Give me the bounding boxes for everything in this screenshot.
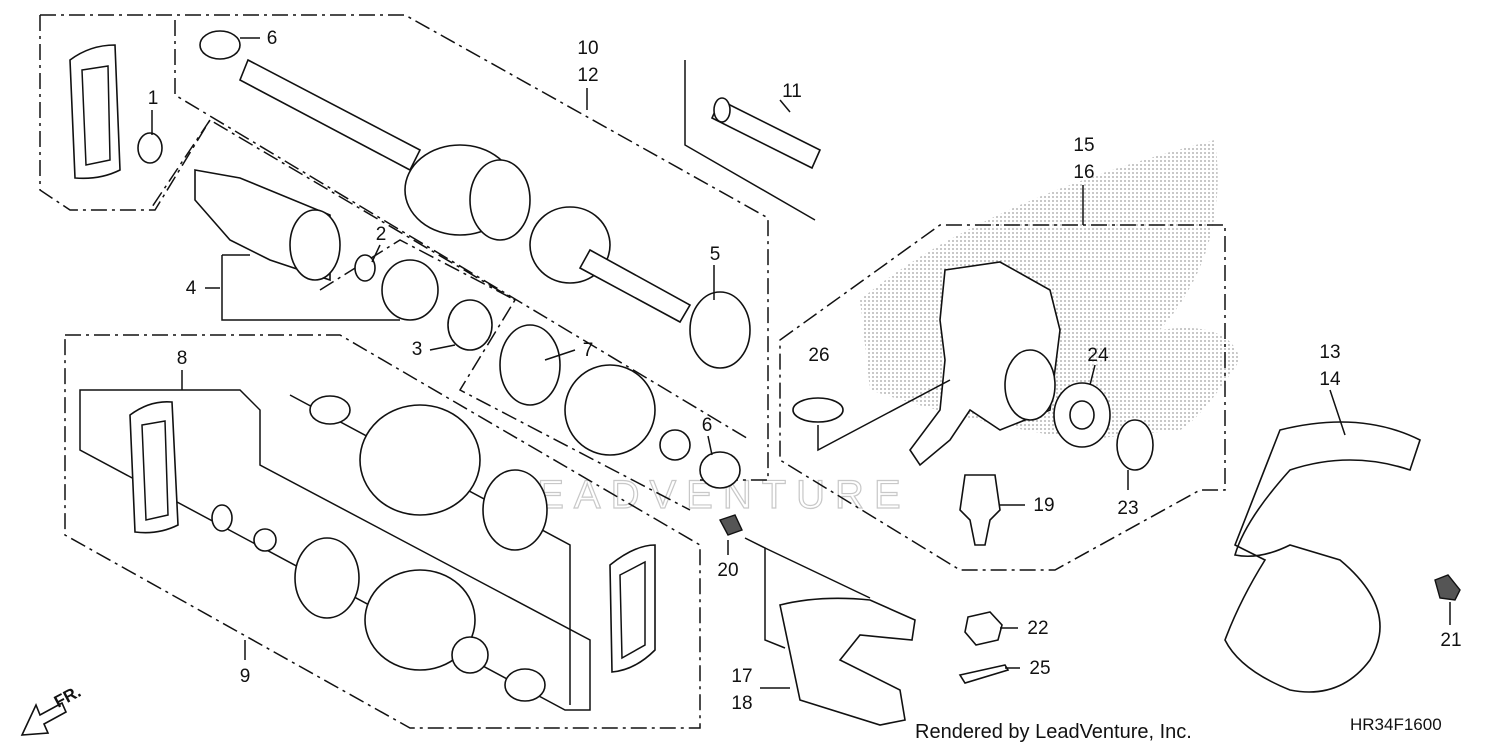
callout-10: 10 [577, 38, 598, 59]
boot-7-icon [564, 364, 656, 456]
clip-3-icon [447, 299, 493, 351]
grease-pack-inner-2 [141, 420, 169, 521]
callout-9: 9 [240, 666, 251, 687]
frame-knuckle [779, 224, 1226, 571]
callout-14: 14 [1319, 369, 1341, 390]
band-7-icon [499, 324, 561, 406]
callout-15: 15 [1073, 135, 1094, 156]
frame-edge [149, 119, 211, 211]
drawing-code: HR34F1600 [1350, 715, 1442, 734]
circlip-23-icon [1116, 419, 1154, 471]
callout-23: 23 [1117, 498, 1138, 519]
castle-nut-icon [964, 611, 1003, 646]
grease-pack-inner [81, 65, 111, 166]
snap-ring-icon [354, 254, 376, 282]
render-credit: Rendered by LeadVenture, Inc. [915, 721, 1192, 743]
grease-pack-inner-3 [619, 560, 646, 660]
frame-inner-set [174, 20, 751, 441]
callout-3: 3 [412, 339, 423, 360]
frame-clip-3 [319, 239, 691, 511]
band-lower-4-icon [504, 668, 546, 702]
callout-4: 4 [186, 278, 197, 299]
band-lower-3-icon [294, 537, 360, 619]
callout-2: 2 [376, 224, 387, 245]
frame-boot-kit [64, 334, 701, 729]
callout-5: 5 [710, 244, 721, 265]
band-6b-icon [699, 451, 741, 489]
bracket-icon [779, 597, 916, 726]
callout-17: 17 [731, 666, 752, 687]
frame-shaft-assembly [40, 14, 769, 481]
grease-pack-icon-2 [129, 400, 179, 534]
callout-21: 21 [1440, 630, 1461, 651]
callout-26: 26 [808, 345, 829, 366]
callout-20: 20 [717, 560, 738, 581]
callout-7: 7 [583, 340, 594, 361]
callout-25: 25 [1029, 658, 1050, 679]
clip-lower-icon [211, 504, 233, 532]
callout-18: 18 [731, 693, 752, 714]
bearing-cage-icon [381, 259, 439, 321]
knuckle-bore [1004, 349, 1056, 421]
band-lower-icon [309, 395, 351, 425]
grease-pack-icon-3 [609, 544, 656, 673]
frame-outer-joint [39, 15, 516, 301]
callout-19: 19 [1033, 495, 1054, 516]
callout-16: 16 [1073, 162, 1094, 183]
callout-24: 24 [1087, 345, 1109, 366]
callout-13: 13 [1319, 342, 1340, 363]
boot-lower-2-icon [364, 569, 476, 671]
grease-pack-icon [69, 44, 121, 180]
boot-7-neck [659, 429, 691, 461]
callout-11: 11 [782, 81, 802, 102]
outer-boot-ring [469, 159, 531, 241]
band-5-icon [689, 291, 751, 369]
wheel-bearing-inner [1069, 400, 1095, 430]
axle-spline-icon [578, 248, 692, 324]
boot-band-icon [199, 30, 241, 60]
callout-1: 1 [148, 88, 159, 109]
callout-6a: 6 [267, 28, 278, 49]
callout-12: 12 [577, 65, 598, 86]
circlip-26-icon [792, 397, 844, 423]
disc-cover-icon [1224, 421, 1421, 693]
bolt-21-icon [1434, 574, 1461, 601]
leader-lines [151, 37, 1451, 689]
front-direction-arrow: FR. [20, 682, 84, 736]
inner-joint-face [289, 209, 341, 281]
snap-lower-icon [253, 528, 277, 552]
bolt-20-icon [718, 514, 743, 536]
band-lower-2-icon [482, 469, 548, 551]
ball-joint-icon [959, 474, 1001, 546]
circlip-icon [137, 132, 163, 164]
callout-8: 8 [177, 348, 188, 369]
frame-shaft-11 [684, 60, 816, 221]
callout-22: 22 [1027, 618, 1048, 639]
boot-lower-neck [451, 636, 489, 674]
frame-inner-boot-kit [79, 389, 591, 711]
callout-6b: 6 [702, 415, 713, 436]
cotter-pin-icon [958, 664, 1010, 684]
shaft-11-end [713, 97, 731, 123]
boot-lower-1-icon [359, 404, 481, 516]
